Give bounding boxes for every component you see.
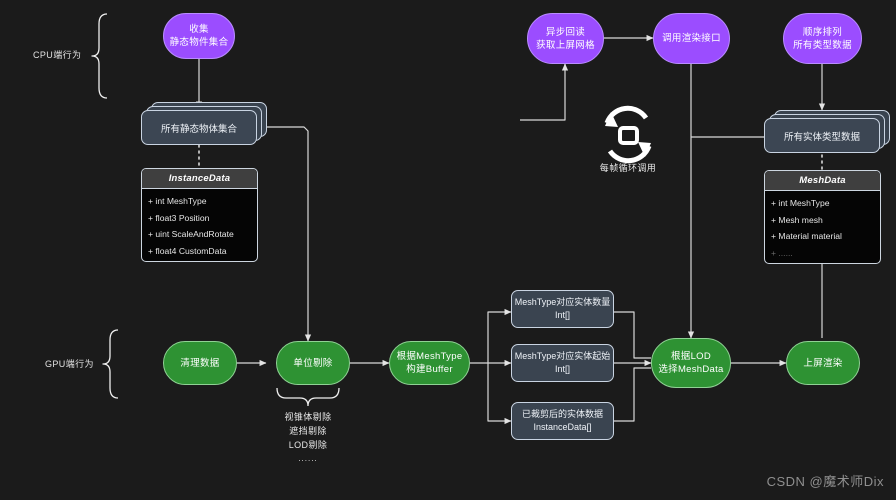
buffer-line2: InstanceData[]	[533, 422, 592, 432]
brace-gpu	[102, 329, 119, 399]
node-call-render-api[interactable]: 调用渲染接口	[653, 13, 730, 64]
wire-buf3-to-lod	[614, 367, 651, 422]
buffer-line1: MeshType对应实体起始	[514, 351, 611, 361]
buffer-line2: Int[]	[554, 364, 570, 374]
uml-instancedata-row: + float3 Position	[148, 212, 210, 223]
node-sortall-line2: 所有类型数据	[793, 39, 852, 51]
node-collect[interactable]: 收集 静态物件集合	[163, 13, 235, 59]
uml-class-instancedata[interactable]: InstanceData + int MeshType + float3 Pos…	[141, 168, 258, 262]
uml-meshdata-row: + Material material	[771, 231, 842, 241]
lane-label-gpu: GPU端行为	[45, 359, 94, 369]
node-sort-all-types[interactable]: 顺序排列 所有类型数据	[783, 13, 862, 64]
stack-all-static-label: 所有静态物体集合	[160, 123, 237, 135]
lane-label-cpu: CPU端行为	[33, 50, 82, 60]
node-unit-culling[interactable]: 单位剔除	[276, 341, 350, 385]
wire-buildbuffer-to-buf1	[487, 308, 512, 363]
cull-detail-annotation: 视锥体剔除 遮挡剔除 LOD剔除 ......	[258, 410, 358, 466]
cull-detail-line2: 遮挡剔除	[289, 426, 327, 436]
uml-instancedata-row: + int MeshType	[148, 196, 207, 206]
uml-meshdata-row: + int MeshType	[771, 198, 830, 208]
node-collect-line2: 静态物件集合	[169, 37, 229, 48]
uml-instancedata-row: + uint ScaleAndRotate	[148, 229, 234, 239]
node-callrender-line1: 调用渲染接口	[662, 33, 721, 44]
uml-class-meshdata[interactable]: MeshData + int MeshType + Mesh mesh + Ma…	[764, 170, 881, 264]
uml-instancedata-title: InstanceData	[142, 169, 257, 189]
node-sortall-line1: 顺序排列	[802, 26, 843, 38]
node-buildbuffer-line1: 根据MeshType	[396, 351, 463, 362]
uml-instancedata-row: + float4 CustomData	[148, 245, 227, 256]
node-async-readback[interactable]: 异步回读 获取上屏网格	[527, 13, 604, 64]
node-present-render[interactable]: 上屏渲染	[786, 341, 860, 385]
node-select-meshdata-by-lod[interactable]: 根据LOD 选择MeshData	[651, 338, 731, 388]
buffer-line1: 已裁剪后的实体数据	[521, 409, 603, 419]
brace-cull-detail	[276, 387, 340, 407]
uml-meshdata-row: + ......	[771, 247, 793, 258]
buffer-box-culled-instancedata[interactable]: 已裁剪后的实体数据 InstanceData[]	[511, 402, 614, 440]
node-lod-line2: 选择MeshData	[658, 364, 724, 375]
buffer-box-meshtype-start[interactable]: MeshType对应实体起始 Int[]	[511, 344, 614, 382]
wire-allstatic-to-cull	[257, 126, 312, 342]
brace-cpu	[91, 13, 108, 99]
uml-meshdata-row: + Mesh mesh	[771, 214, 823, 225]
stack-all-entity-types[interactable]: 所有实体类型数据	[764, 110, 890, 153]
loop-annotation-label: 每帧循环调用	[599, 163, 657, 173]
node-present-line1: 上屏渲染	[803, 357, 843, 369]
node-clean-line1: 清理数据	[180, 357, 220, 369]
wire-buf1-to-lod	[614, 311, 651, 359]
watermark: CSDN @魔术师Dix	[766, 474, 884, 489]
cull-detail-line4: ......	[298, 454, 318, 463]
buffer-line2: Int[]	[554, 310, 570, 320]
node-readback-line1: 异步回读	[545, 26, 586, 38]
node-collect-line1: 收集	[189, 24, 209, 35]
buffer-box-meshtype-count[interactable]: MeshType对应实体数量 Int[]	[511, 290, 614, 328]
stack-sheet-front: 所有实体类型数据	[764, 118, 880, 153]
node-readback-line2: 获取上屏网格	[536, 39, 595, 51]
uml-instancedata-body: + int MeshType + float3 Position + uint …	[142, 189, 257, 261]
node-buildbuffer-line2: 构建Buffer	[406, 364, 453, 375]
stack-all-static-objects[interactable]: 所有静态物体集合	[141, 102, 267, 145]
node-build-buffer[interactable]: 根据MeshType 构建Buffer	[389, 341, 470, 385]
wire-buildbuffer-to-buf3	[487, 363, 512, 425]
wire-readback-in	[520, 64, 566, 121]
uml-meshdata-body: + int MeshType + Mesh mesh + Material ma…	[765, 191, 880, 263]
node-cull-line1: 单位剔除	[293, 357, 333, 369]
cull-detail-line3: LOD剔除	[288, 440, 328, 450]
buffer-line1: MeshType对应实体数量	[514, 297, 611, 307]
cull-detail-line1: 视锥体剔除	[284, 412, 332, 422]
loop-refresh-icon	[604, 105, 652, 164]
stack-sheet-front: 所有静态物体集合	[141, 110, 257, 145]
uml-meshdata-title: MeshData	[765, 171, 880, 191]
node-clean-data[interactable]: 清理数据	[163, 341, 237, 385]
stack-all-entity-types-label: 所有实体类型数据	[783, 131, 860, 143]
node-lod-line1: 根据LOD	[670, 351, 712, 362]
